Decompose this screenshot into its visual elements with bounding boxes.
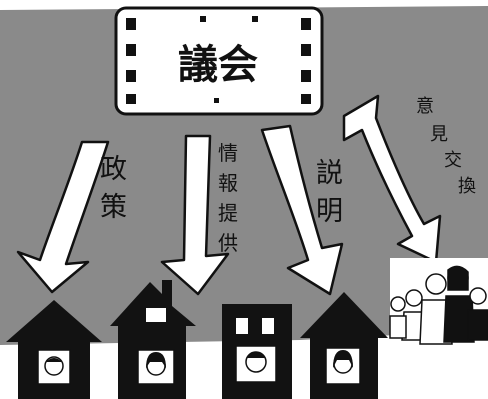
residents-group-icon <box>389 258 488 348</box>
info-char-1: 情 <box>218 141 238 165</box>
exchange-char-3: 交 <box>444 150 462 171</box>
exchange-char-1: 意 <box>416 96 434 117</box>
info-char-2: 報 <box>218 171 238 195</box>
explain-char-1: 説 <box>316 158 343 189</box>
explain-arrow <box>260 124 344 296</box>
policy-arrow <box>16 140 110 294</box>
info-char-4: 供 <box>218 231 238 255</box>
policy-char-1: 政 <box>100 154 127 185</box>
exchange-char-4: 換 <box>458 176 476 197</box>
exchange-label: 意 見 交 換 <box>416 96 476 197</box>
explain-label: 説 明 <box>316 158 352 227</box>
house-icon <box>110 280 196 399</box>
explain-char-2: 明 <box>316 196 343 227</box>
exchange-char-2: 見 <box>430 124 448 145</box>
film-holes <box>126 16 311 104</box>
house-icon <box>6 300 102 399</box>
house-icon <box>222 304 292 399</box>
policy-label: 政 策 <box>100 154 136 223</box>
info-label: 情 報 提 供 <box>218 141 244 255</box>
info-char-3: 提 <box>218 201 238 225</box>
info-arrow <box>160 134 230 296</box>
assembly-label: 議会 <box>178 42 258 88</box>
policy-char-2: 策 <box>100 192 127 223</box>
assembly-box: 議会 <box>114 6 324 116</box>
house-icon <box>300 292 388 399</box>
